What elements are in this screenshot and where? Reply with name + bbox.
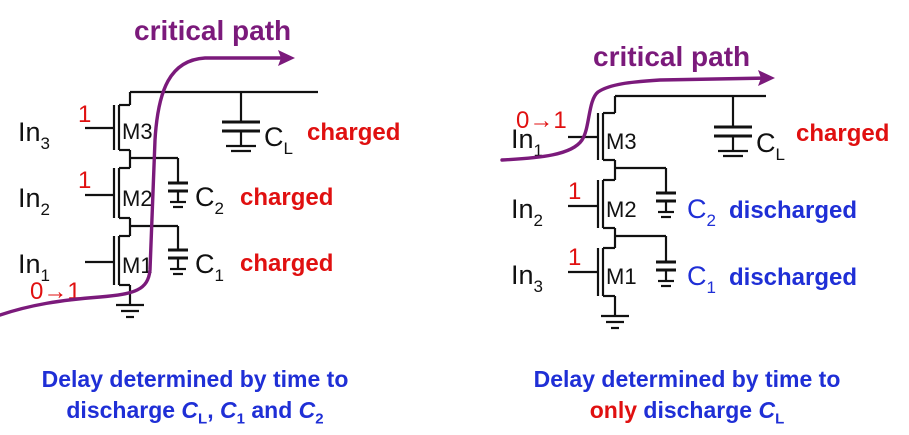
right-caption-line1: Delay determined by time to bbox=[533, 366, 841, 392]
left-cl-label: CL bbox=[264, 122, 293, 158]
right-critical-path-arrow-icon bbox=[758, 70, 775, 86]
left-input-in2: In2 1 bbox=[18, 167, 91, 219]
right-critical-path bbox=[500, 76, 772, 162]
right-in3-value: 1 bbox=[568, 244, 581, 271]
svg-text:In3: In3 bbox=[18, 117, 50, 153]
svg-text:In2: In2 bbox=[511, 194, 543, 230]
right-m3-label: M3 bbox=[606, 129, 637, 154]
left-critical-path bbox=[0, 56, 292, 317]
left-circuit: M3 M2 M1 In3 1 In2 1 In1 0→1 CL charged … bbox=[0, 15, 400, 319]
left-caption-line1: Delay determined by time to bbox=[41, 366, 349, 392]
left-caption-line2: discharge CL, C1 and C2 bbox=[66, 397, 324, 428]
left-m2-label: M2 bbox=[122, 186, 153, 211]
right-c2-state: discharged bbox=[729, 197, 857, 224]
svg-text:In1: In1 bbox=[18, 249, 50, 285]
right-cl-state: charged bbox=[796, 120, 889, 147]
left-c1-capacitor-icon bbox=[168, 226, 188, 276]
right-in1-value: 0→1 bbox=[516, 107, 567, 134]
left-input-in3: In3 1 bbox=[18, 101, 91, 153]
left-in3-value: 1 bbox=[78, 101, 91, 128]
left-critical-path-title: critical path bbox=[134, 15, 291, 46]
right-m2-label: M2 bbox=[606, 197, 637, 222]
left-c2-state: charged bbox=[240, 184, 333, 211]
left-critical-path-arrow-icon bbox=[278, 50, 295, 66]
right-input-in3: In3 1 bbox=[511, 244, 581, 296]
right-c2-capacitor-icon bbox=[656, 168, 676, 219]
left-in2-value: 1 bbox=[78, 167, 91, 194]
left-cl-capacitor-icon bbox=[222, 92, 260, 153]
left-m3-label: M3 bbox=[122, 119, 153, 144]
right-cl-label: CL bbox=[756, 128, 785, 164]
right-ground-icon bbox=[601, 314, 629, 330]
right-cl-capacitor-icon bbox=[714, 96, 752, 158]
svg-text:In3: In3 bbox=[511, 260, 543, 296]
right-c1-capacitor-icon bbox=[656, 236, 676, 288]
right-in2-value: 1 bbox=[568, 178, 581, 205]
left-cl-state: charged bbox=[307, 119, 400, 146]
svg-text:In2: In2 bbox=[18, 183, 50, 219]
right-caption-line2: only discharge CL bbox=[589, 397, 785, 428]
right-c1-state: discharged bbox=[729, 264, 857, 291]
right-c1-label: C1 bbox=[687, 261, 716, 297]
right-input-in1: In1 0→1 bbox=[511, 107, 567, 160]
left-c1-label: C1 bbox=[195, 249, 224, 285]
left-c2-capacitor-icon bbox=[168, 158, 188, 209]
right-m1-label: M1 bbox=[606, 264, 637, 289]
left-caption: Delay determined by time to discharge CL… bbox=[0, 364, 390, 435]
svg-text:In1: In1 bbox=[511, 124, 543, 160]
right-critical-path-title: critical path bbox=[593, 41, 750, 72]
left-input-in1: In1 0→1 bbox=[18, 249, 81, 305]
right-circuit: M3 M2 M1 In1 0→1 In2 1 In3 1 CL charged … bbox=[500, 41, 889, 330]
left-c1-state: charged bbox=[240, 250, 333, 277]
right-caption: Delay determined by time to only dischar… bbox=[492, 364, 882, 435]
right-input-in2: In2 1 bbox=[511, 178, 581, 230]
left-c2-label: C2 bbox=[195, 182, 224, 218]
right-c2-label: C2 bbox=[687, 194, 716, 230]
left-ground-icon bbox=[116, 303, 144, 319]
left-m1-label: M1 bbox=[122, 253, 153, 278]
